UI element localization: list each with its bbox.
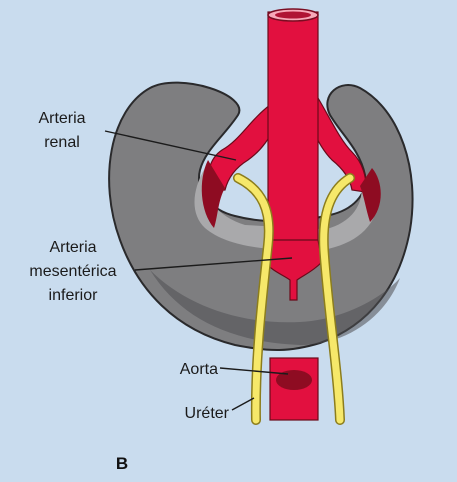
- mesenteric-artery-label-line1: Arteria: [49, 239, 96, 256]
- aorta-label: Aorta: [180, 361, 218, 378]
- ureter-label: Uréter: [185, 405, 230, 422]
- mesenteric-artery-label-line3: inferior: [49, 287, 99, 304]
- aorta-lumen: [275, 12, 311, 19]
- panel-letter: B: [116, 454, 128, 473]
- renal-artery-label-line1: Arteria: [38, 110, 85, 127]
- mesenteric-artery-label-line2: mesentérica: [29, 263, 116, 280]
- aorta: [264, 9, 322, 420]
- renal-artery-label-line2: renal: [44, 134, 80, 151]
- aorta-upper: [268, 12, 318, 242]
